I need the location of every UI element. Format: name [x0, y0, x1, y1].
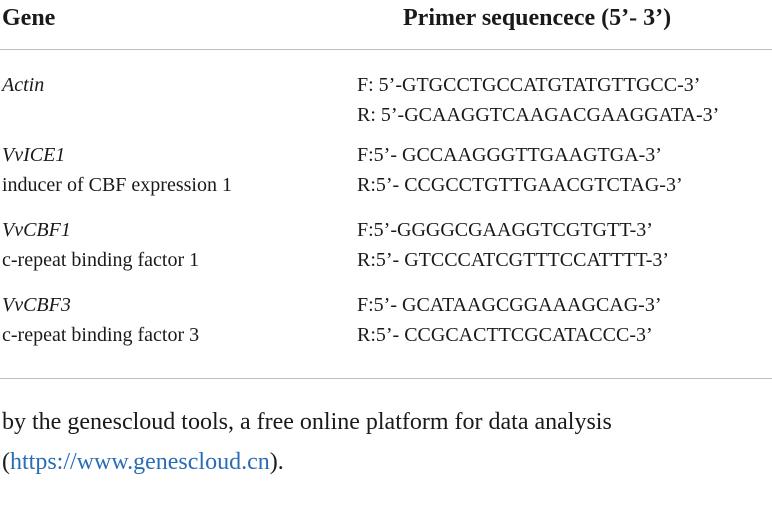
paragraph-line-1: by the genescloud tools, a free online p… [2, 409, 612, 435]
gene-name: VvCBF1 [2, 219, 71, 241]
body-paragraph: by the genescloud tools, a free online p… [2, 402, 770, 482]
closing-punctuation: ). [269, 449, 284, 475]
gene-name: VvCBF3 [2, 294, 71, 316]
primer-reverse: R:5’- GTCCCATCGTTTCCATTTT-3’ [357, 249, 670, 271]
table-top-rule [0, 49, 772, 50]
open-paren: ( [2, 449, 10, 475]
gene-name: Actin [2, 74, 45, 96]
gene-description: c-repeat binding factor 3 [2, 324, 200, 346]
header-primer-sequence: Primer sequencece (5’- 3’) [403, 5, 672, 31]
primer-forward: F:5’- GCATAAGCGGAAAGCAG-3’ [357, 294, 662, 316]
gene-description: c-repeat binding factor 1 [2, 249, 200, 271]
gene-name: VvICE1 [2, 144, 66, 166]
primer-reverse: R: 5’-GCAAGGTCAAGACGAAGGATA-3’ [357, 104, 720, 126]
primer-forward: F: 5’-GTGCCTGCCATGTATGTTGCC-3’ [357, 74, 701, 96]
table-bottom-rule [0, 378, 772, 379]
gene-description: inducer of CBF expression 1 [2, 174, 232, 196]
primer-reverse: R:5’- CCGCCTGTTGAACGTCTAG-3’ [357, 174, 683, 196]
paragraph-line-2: (https://www.genescloud.cn). [2, 442, 770, 482]
header-gene: Gene [2, 5, 56, 31]
primer-forward: F:5’-GGGGCGAAGGTCGTGTT-3’ [357, 219, 653, 241]
primer-reverse: R:5’- CCGCACTTCGCATACCC-3’ [357, 324, 653, 346]
primer-forward: F:5’- GCCAAGGGTTGAAGTGA-3’ [357, 144, 662, 166]
genescloud-link[interactable]: https://www.genescloud.cn [10, 449, 270, 475]
